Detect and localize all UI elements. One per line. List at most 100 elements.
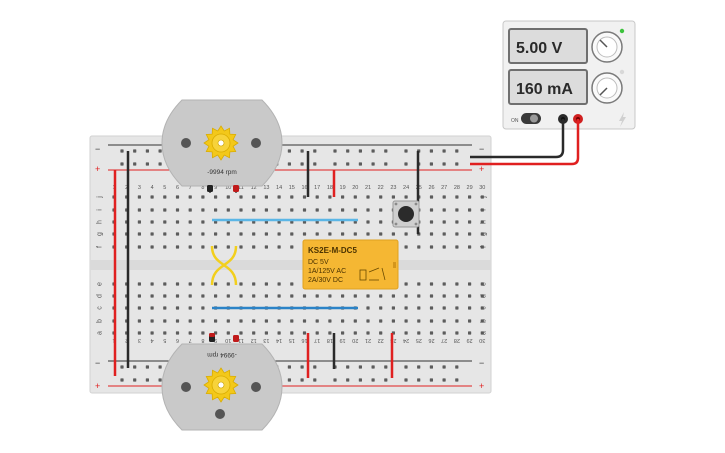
breadboard-hole[interactable] xyxy=(277,319,281,323)
breadboard-hole[interactable] xyxy=(287,162,291,166)
breadboard-hole[interactable] xyxy=(429,208,434,212)
breadboard-hole[interactable] xyxy=(417,245,421,249)
breadboard-hole[interactable] xyxy=(252,294,256,298)
breadboard-hole[interactable] xyxy=(188,331,192,335)
breadboard-hole[interactable] xyxy=(455,282,459,286)
breadboard-hole[interactable] xyxy=(163,195,167,199)
breadboard-hole[interactable] xyxy=(214,282,218,286)
breadboard-hole[interactable] xyxy=(346,365,350,369)
breadboard-hole[interactable] xyxy=(442,365,446,369)
breadboard-hole[interactable] xyxy=(201,220,205,224)
breadboard-hole[interactable] xyxy=(163,245,167,249)
breadboard-hole[interactable] xyxy=(145,149,149,153)
breadboard-hole[interactable] xyxy=(417,331,421,335)
wire-yellow-cross-b[interactable] xyxy=(210,245,238,286)
breadboard-hole[interactable] xyxy=(302,294,307,298)
breadboard-hole[interactable] xyxy=(188,282,192,286)
breadboard-hole[interactable] xyxy=(290,331,294,335)
breadboard-hole[interactable] xyxy=(442,245,446,249)
breadboard-hole[interactable] xyxy=(353,195,357,199)
breadboard-hole[interactable] xyxy=(429,282,434,286)
breadboard-hole[interactable] xyxy=(429,365,433,369)
breadboard-hole[interactable] xyxy=(137,331,141,335)
breadboard-hole[interactable] xyxy=(358,162,362,166)
breadboard-hole[interactable] xyxy=(480,294,484,298)
breadboard-hole[interactable] xyxy=(300,365,304,369)
breadboard-hole[interactable] xyxy=(417,282,421,286)
breadboard-hole[interactable] xyxy=(120,162,124,166)
breadboard-hole[interactable] xyxy=(341,294,345,298)
breadboard-hole[interactable] xyxy=(290,294,294,298)
breadboard-hole[interactable] xyxy=(371,378,375,382)
breadboard-hole[interactable] xyxy=(214,319,218,323)
breadboard-hole[interactable] xyxy=(315,331,319,335)
breadboard-hole[interactable] xyxy=(333,378,337,382)
breadboard-hole[interactable] xyxy=(226,245,230,249)
breadboard-hole[interactable] xyxy=(150,306,154,310)
breadboard-hole[interactable] xyxy=(391,319,395,323)
breadboard-hole[interactable] xyxy=(137,245,141,249)
breadboard-hole[interactable] xyxy=(137,208,141,212)
breadboard-hole[interactable] xyxy=(404,149,408,153)
breadboard-hole[interactable] xyxy=(391,294,395,298)
breadboard-hole[interactable] xyxy=(264,331,268,335)
breadboard-hole[interactable] xyxy=(239,195,243,199)
breadboard-hole[interactable] xyxy=(429,294,434,298)
breadboard-hole[interactable] xyxy=(353,319,357,323)
breadboard-hole[interactable] xyxy=(353,294,357,298)
breadboard-hole[interactable] xyxy=(366,331,370,335)
breadboard-hole[interactable] xyxy=(468,195,472,199)
breadboard-hole[interactable] xyxy=(455,378,459,382)
breadboard-hole[interactable] xyxy=(379,331,383,335)
breadboard-hole[interactable] xyxy=(429,162,433,166)
breadboard-hole[interactable] xyxy=(328,294,332,298)
breadboard-hole[interactable] xyxy=(442,232,446,236)
breadboard-hole[interactable] xyxy=(315,294,319,298)
breadboard-hole[interactable] xyxy=(201,245,205,249)
breadboard-hole[interactable] xyxy=(455,195,459,199)
breadboard-hole[interactable] xyxy=(150,232,154,236)
breadboard-hole[interactable] xyxy=(429,149,433,153)
breadboard-hole[interactable] xyxy=(417,294,421,298)
breadboard-hole[interactable] xyxy=(201,282,205,286)
breadboard-hole[interactable] xyxy=(333,149,337,153)
breadboard-hole[interactable] xyxy=(175,232,180,236)
breadboard-hole[interactable] xyxy=(379,319,383,323)
breadboard-hole[interactable] xyxy=(150,208,154,212)
breadboard-hole[interactable] xyxy=(150,195,154,199)
breadboard-hole[interactable] xyxy=(366,306,370,310)
breadboard-hole[interactable] xyxy=(175,220,180,224)
breadboard-hole[interactable] xyxy=(379,294,383,298)
breadboard-hole[interactable] xyxy=(313,162,317,166)
breadboard-hole[interactable] xyxy=(468,319,472,323)
breadboard-hole[interactable] xyxy=(455,331,459,335)
breadboard-hole[interactable] xyxy=(341,232,345,236)
breadboard-hole[interactable] xyxy=(264,294,268,298)
breadboard-hole[interactable] xyxy=(429,331,434,335)
breadboard-hole[interactable] xyxy=(455,306,459,310)
breadboard-hole[interactable] xyxy=(290,208,294,212)
breadboard-hole[interactable] xyxy=(252,331,256,335)
breadboard-hole[interactable] xyxy=(264,245,268,249)
breadboard-hole[interactable] xyxy=(391,306,395,310)
breadboard-hole[interactable] xyxy=(429,232,434,236)
breadboard-hole[interactable] xyxy=(290,245,294,249)
motor-top[interactable]: -9994 rpm xyxy=(161,99,283,193)
breadboard-hole[interactable] xyxy=(429,220,434,224)
breadboard-hole[interactable] xyxy=(366,195,370,199)
breadboard-hole[interactable] xyxy=(290,282,294,286)
breadboard-hole[interactable] xyxy=(358,378,362,382)
breadboard-hole[interactable] xyxy=(137,232,141,236)
breadboard-hole[interactable] xyxy=(188,208,192,212)
breadboard-hole[interactable] xyxy=(358,149,362,153)
breadboard-hole[interactable] xyxy=(239,245,243,249)
breadboard-hole[interactable] xyxy=(302,195,307,199)
breadboard-hole[interactable] xyxy=(133,149,137,153)
breadboard-hole[interactable] xyxy=(239,319,243,323)
breadboard-hole[interactable] xyxy=(404,306,408,310)
breadboard-hole[interactable] xyxy=(404,319,408,323)
breadboard-hole[interactable] xyxy=(417,306,421,310)
breadboard-hole[interactable] xyxy=(480,331,484,335)
breadboard[interactable]: 1122334455667788991010111112121313141415… xyxy=(89,135,492,394)
breadboard-hole[interactable] xyxy=(366,220,370,224)
